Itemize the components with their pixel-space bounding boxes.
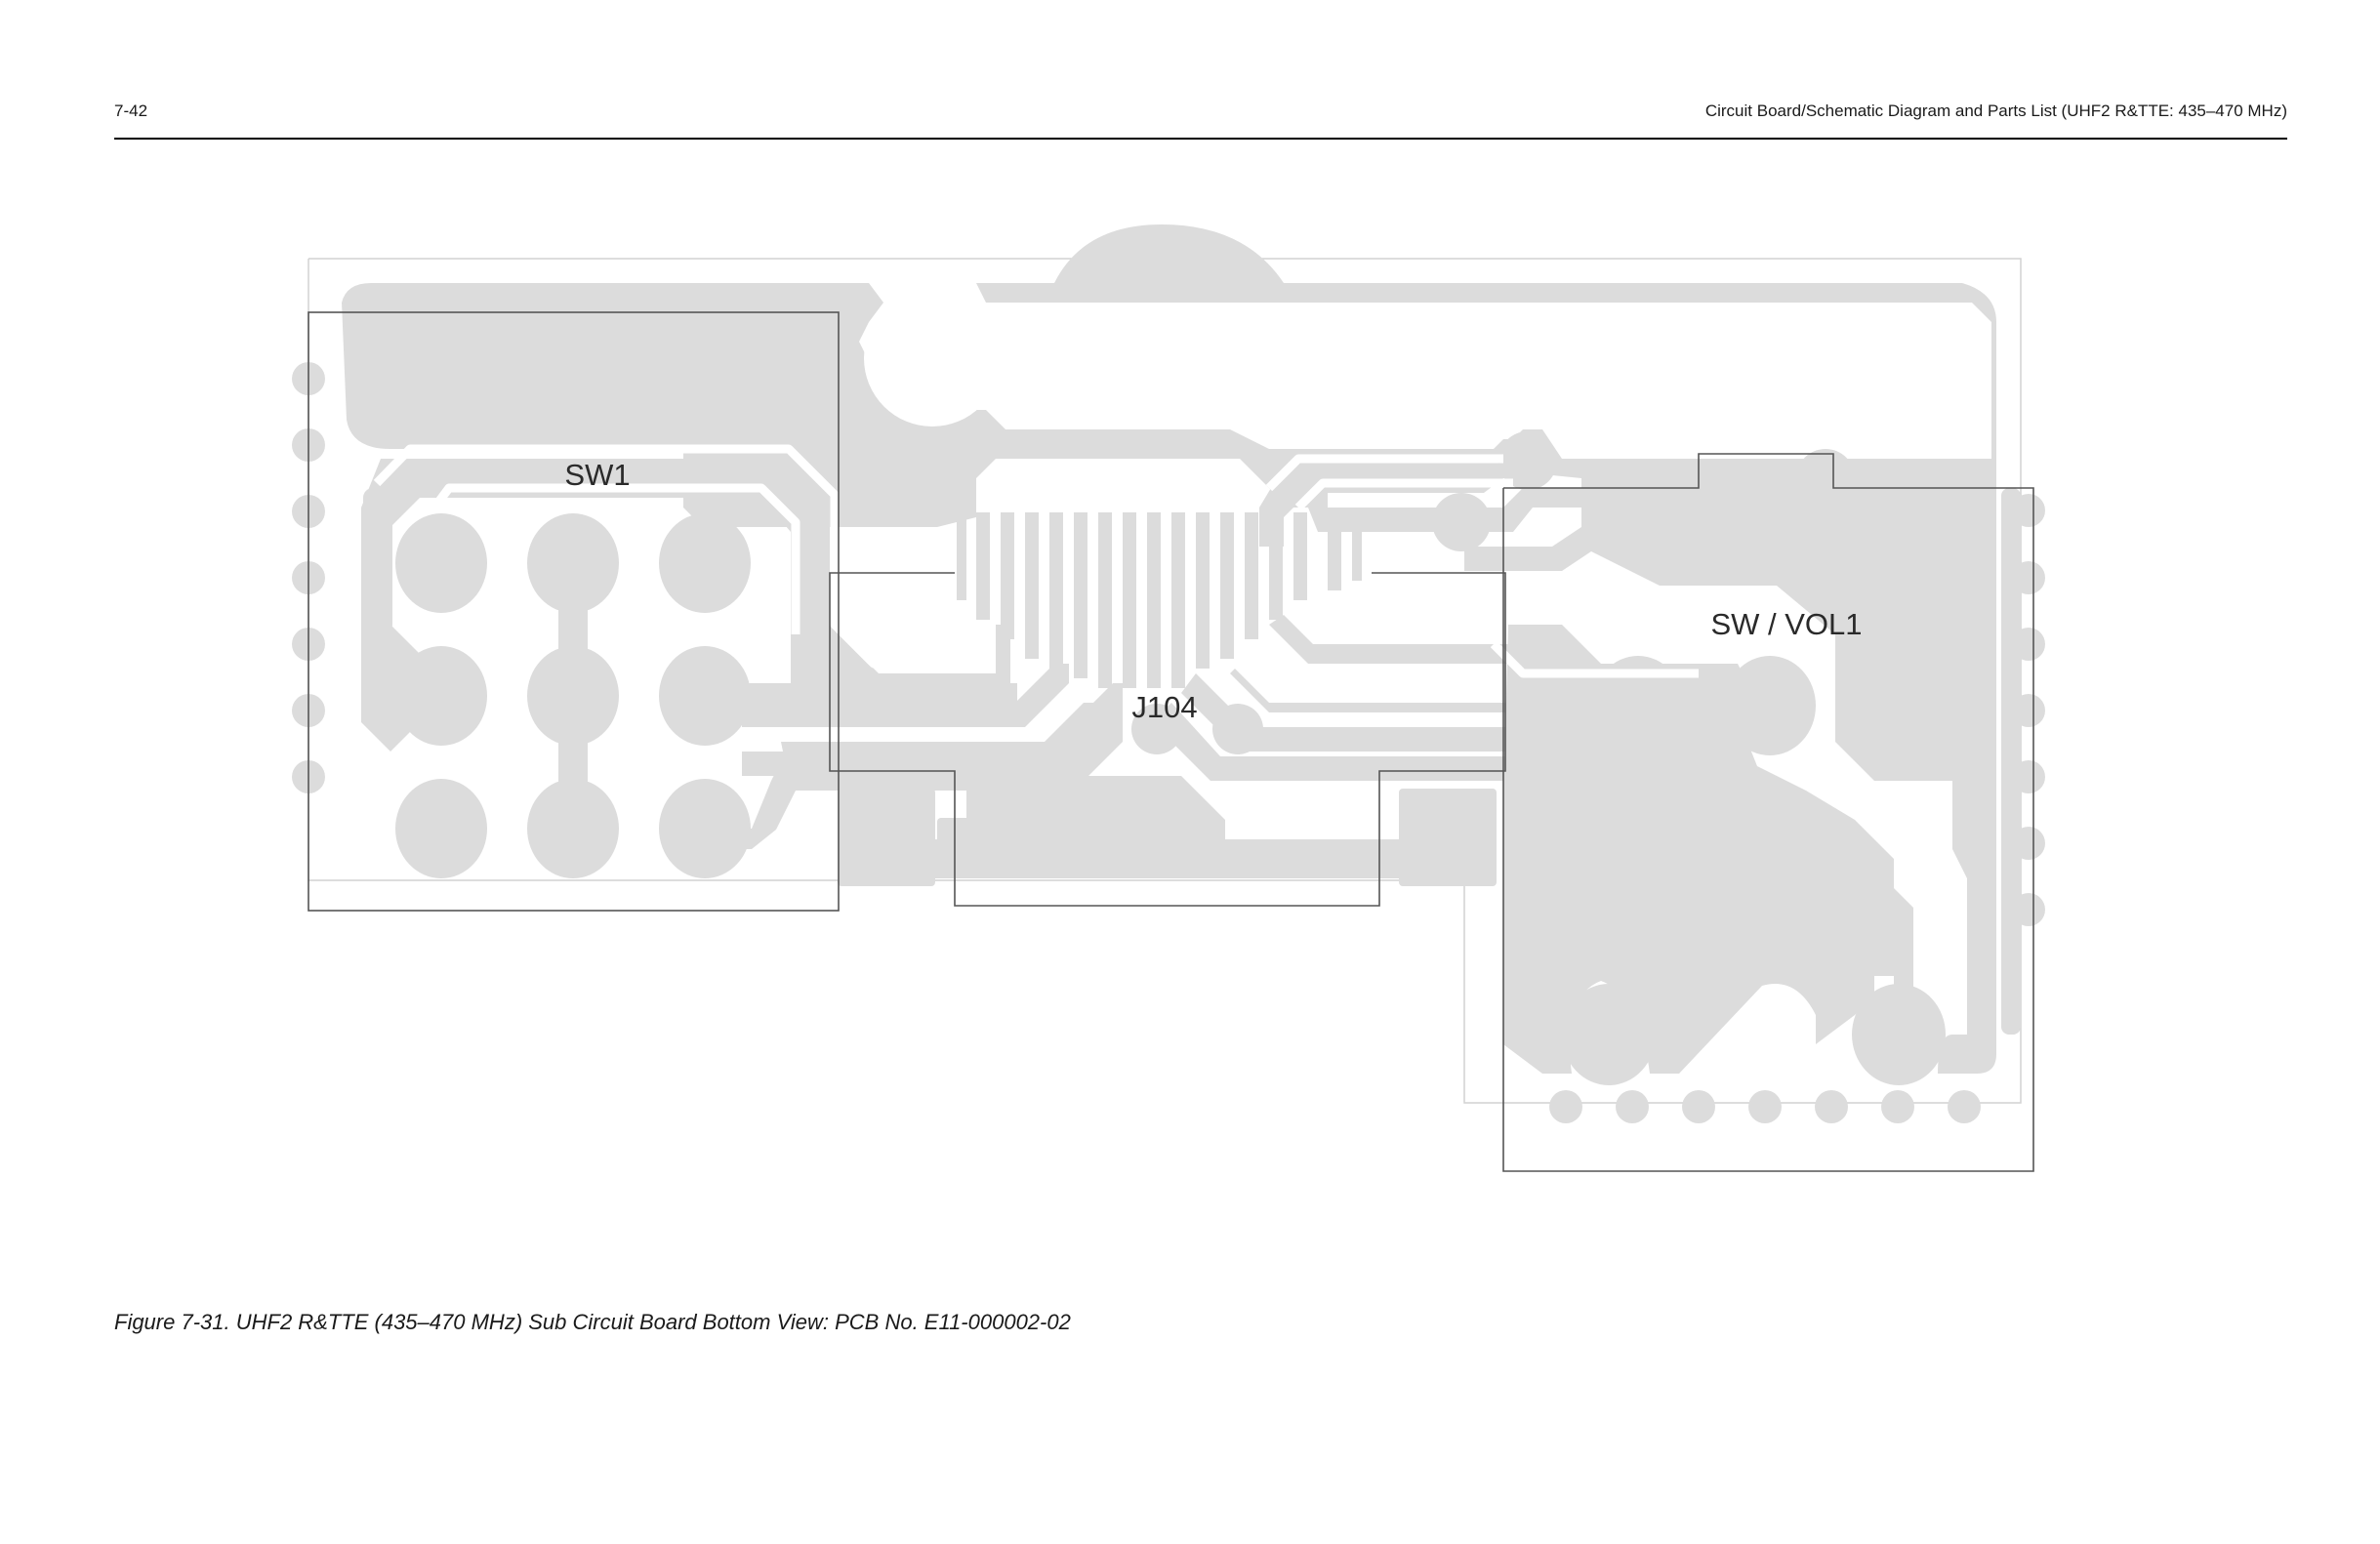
j104-label: J104 bbox=[1131, 690, 1197, 724]
sw-vol1-pad-2 bbox=[1852, 984, 1946, 1085]
right-edge-pads bbox=[2001, 488, 2045, 1035]
copper-layer bbox=[292, 224, 2045, 1123]
sw-vol1-label: SW / VOL1 bbox=[1710, 607, 1862, 641]
bottom-edge-pads bbox=[1549, 1090, 1981, 1123]
j104-fingers bbox=[957, 512, 1362, 688]
sw1-label: SW1 bbox=[564, 458, 630, 492]
sw-vol1-pad-1 bbox=[1562, 984, 1656, 1085]
figure-caption: Figure 7-31. UHF2 R&TTE (435–470 MHz) Su… bbox=[114, 1310, 1071, 1335]
